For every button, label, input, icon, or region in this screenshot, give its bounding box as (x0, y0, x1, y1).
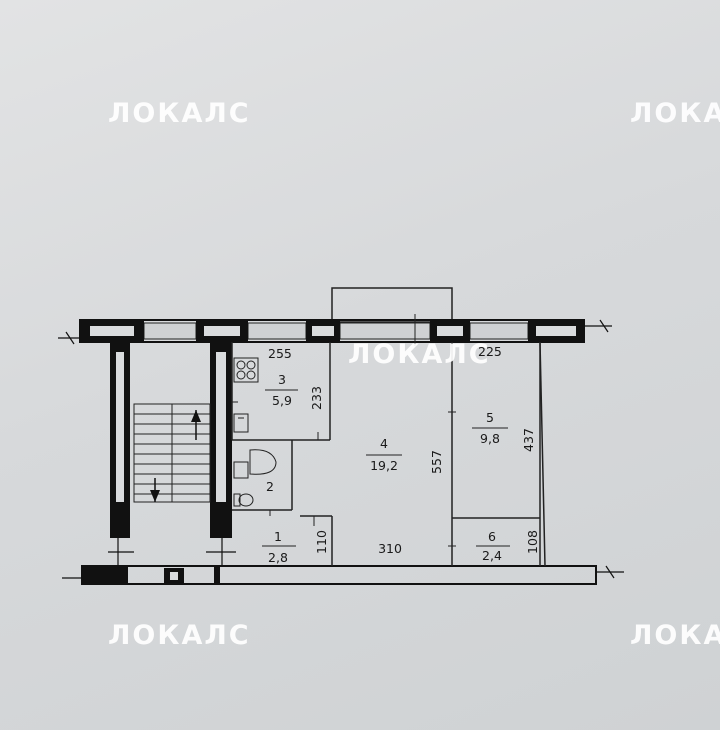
svg-text:5: 5 (486, 410, 494, 425)
dimension-110: 110 (314, 530, 329, 554)
svg-text:2,8: 2,8 (268, 550, 288, 565)
room-6-label: 6 2,4 (476, 529, 510, 563)
stair-lower (108, 538, 236, 566)
room-3-label: 3 5,9 (265, 372, 298, 408)
room-4-label: 4 19,2 (366, 436, 402, 473)
washbasin-icon (233, 461, 249, 479)
stair-walls (110, 342, 232, 538)
dimension-310: 310 (378, 541, 402, 556)
svg-text:6: 6 (488, 529, 496, 544)
dimension-255: 255 (268, 346, 292, 361)
svg-text:19,2: 19,2 (370, 458, 398, 473)
interior-walls (231, 341, 546, 567)
svg-text:1: 1 (274, 529, 282, 544)
dimension-437: 437 (521, 428, 536, 452)
balcony (331, 287, 453, 323)
dimension-233: 233 (309, 386, 324, 410)
dimension-557: 557 (429, 450, 444, 474)
svg-text:9,8: 9,8 (480, 431, 500, 446)
room-5-label: 5 9,8 (472, 410, 508, 446)
pier-cutouts (90, 326, 576, 336)
room-1-label: 1 2,8 (262, 529, 296, 565)
watermark-top-right: ЛОКАЛС (630, 98, 720, 129)
watermark-bottom-right: ЛОКАЛС (630, 620, 720, 651)
bathtub-icon (249, 449, 277, 475)
watermark-top-left: ЛОКАЛС (108, 98, 251, 129)
svg-text:2,4: 2,4 (482, 548, 502, 563)
stairs (133, 403, 211, 503)
outer-wall-bottom (62, 565, 624, 585)
watermark-center: ЛОКАЛС (348, 339, 491, 370)
wall-ticks (232, 314, 456, 547)
up-arrow-icon (191, 410, 201, 422)
sink-icon (233, 413, 249, 433)
toilet-icon (233, 493, 254, 507)
top-windows (143, 322, 529, 340)
dimension-108: 108 (525, 530, 540, 554)
svg-text:5,9: 5,9 (272, 393, 292, 408)
bottom-wall-piers (82, 566, 220, 584)
room-2-label: 2 (266, 479, 274, 494)
svg-text:4: 4 (380, 436, 388, 451)
down-arrow-icon (150, 490, 160, 502)
dimension-225: 225 (478, 344, 502, 359)
watermark-bottom-left: ЛОКАЛС (108, 620, 251, 651)
stove-icon (233, 357, 259, 383)
svg-text:3: 3 (278, 372, 286, 387)
